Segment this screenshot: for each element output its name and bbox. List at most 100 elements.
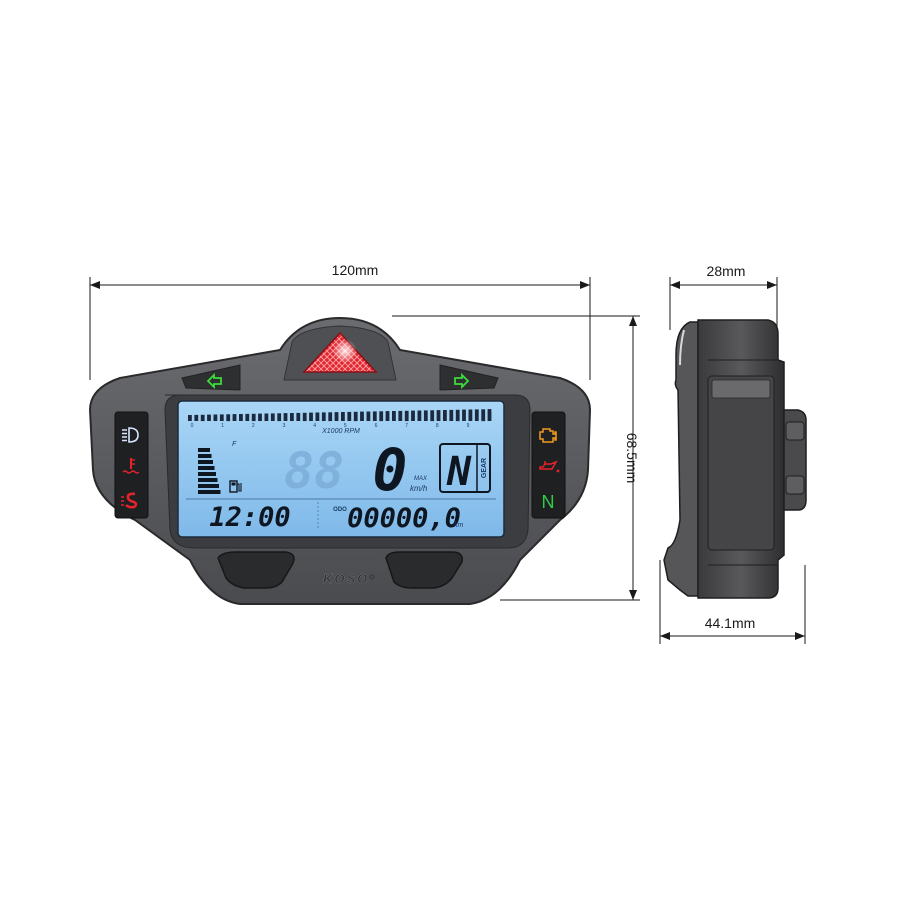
koso-logo: KOSO bbox=[323, 571, 369, 586]
fuel-bar-segment bbox=[198, 460, 213, 464]
rpm-bar-segment bbox=[372, 411, 377, 421]
fuel-scale-f: F bbox=[232, 441, 237, 448]
height-dimension: 68.5mm bbox=[392, 315, 640, 601]
left-turn-lamp bbox=[181, 364, 241, 391]
rpm-bar-segment bbox=[315, 412, 320, 421]
rpm-bar-segment bbox=[290, 413, 294, 421]
fuel-bar-segment bbox=[198, 490, 221, 494]
rpm-bar-segment bbox=[468, 409, 473, 421]
odo-label: ODO bbox=[333, 507, 347, 513]
rpm-bar-segment bbox=[239, 414, 243, 421]
max-label: MAX bbox=[414, 476, 428, 482]
rpm-bar-segment bbox=[321, 412, 326, 421]
rpm-bar-segment bbox=[251, 413, 256, 422]
rpm-bar-segment bbox=[353, 411, 358, 422]
depth-bottom-dimension: 44.1mm bbox=[659, 560, 806, 644]
left-arrow-icon bbox=[206, 372, 222, 390]
rpm-bar-segment bbox=[283, 413, 288, 421]
rpm-tick-label: 9 bbox=[467, 423, 470, 429]
rpm-bar-segment bbox=[188, 415, 192, 421]
rpm-bar-segment bbox=[404, 410, 409, 422]
rpm-bar-segment bbox=[398, 410, 403, 421]
fuel-pump-icon bbox=[229, 480, 242, 493]
side-front-rim bbox=[663, 321, 699, 597]
rpm-bar-segment bbox=[258, 413, 262, 421]
rpm-bar-segment bbox=[232, 414, 237, 421]
rpm-bar-segment bbox=[277, 413, 282, 422]
rpm-bar-segment bbox=[392, 411, 396, 421]
fuel-bar-segment bbox=[198, 478, 218, 482]
rpm-bar-segment bbox=[334, 412, 339, 421]
depth-top-dimension: 28mm bbox=[669, 263, 778, 330]
width-dimension: 120mm bbox=[89, 262, 591, 380]
dashboard-side-view bbox=[663, 319, 807, 599]
width-label: 120mm bbox=[332, 262, 379, 278]
rpm-bar-segment bbox=[366, 411, 371, 421]
speed-unit: km/h bbox=[410, 484, 428, 493]
rpm-tick-label: 8 bbox=[436, 423, 439, 429]
coolant-temp-icon bbox=[122, 458, 140, 474]
neutral-indicator: N bbox=[542, 492, 555, 512]
rpm-bar-segment bbox=[302, 412, 307, 422]
rpm-bar-segment bbox=[360, 411, 364, 421]
fuel-gauge bbox=[198, 448, 221, 494]
fuel-bar-segment bbox=[198, 466, 215, 470]
fuel-bar-segment bbox=[198, 454, 212, 458]
rpm-label: X1000 RPM bbox=[321, 428, 360, 435]
rpm-bar-segment bbox=[423, 410, 428, 421]
rpm-bar-segment bbox=[449, 409, 454, 421]
shift-light bbox=[283, 325, 397, 381]
rpm-bar-graph bbox=[188, 409, 492, 422]
rpm-bar-segment bbox=[270, 413, 275, 421]
left-indicator-panel bbox=[114, 411, 149, 519]
rpm-bar-segment bbox=[411, 410, 415, 421]
check-engine-icon bbox=[539, 428, 557, 443]
fuel-bar-segment bbox=[198, 448, 210, 452]
depth-top-label: 28mm bbox=[707, 263, 746, 279]
rpm-bar-segment bbox=[341, 412, 345, 421]
rpm-bar-segment bbox=[474, 409, 479, 421]
rpm-tick-label: 6 bbox=[375, 423, 378, 429]
gear-value: N bbox=[446, 449, 472, 495]
left-button[interactable] bbox=[217, 551, 295, 589]
rpm-bar-segment bbox=[385, 411, 390, 421]
right-indicator-panel: N bbox=[531, 411, 566, 519]
rpm-tick-label: 0 bbox=[191, 423, 194, 429]
rpm-bar-segment bbox=[487, 409, 492, 421]
gear-label: GEAR bbox=[481, 458, 488, 478]
rpm-bar-segment bbox=[207, 414, 211, 421]
clock: 12:00 bbox=[209, 502, 290, 533]
rpm-bar-segment bbox=[347, 411, 352, 421]
rpm-bar-segment bbox=[379, 411, 384, 422]
rpm-bar-segment bbox=[296, 412, 301, 421]
rpm-tick-label: 7 bbox=[405, 423, 408, 429]
depth-bottom-label: 44.1mm bbox=[705, 615, 756, 631]
service-icon bbox=[121, 492, 138, 509]
fuel-bar-segment bbox=[198, 484, 219, 488]
rpm-bar-segment bbox=[443, 410, 447, 421]
gear-indicator: N GEAR bbox=[439, 443, 491, 495]
right-turn-lamp bbox=[439, 364, 499, 391]
rpm-bar-segment bbox=[481, 409, 486, 422]
rpm-tick-label: 3 bbox=[283, 423, 286, 429]
speed-ghost-digits: 88 bbox=[284, 442, 344, 500]
rpm-bar-segment bbox=[309, 412, 313, 421]
oil-pressure-icon bbox=[539, 460, 560, 473]
high-beam-icon bbox=[122, 427, 139, 443]
rpm-bar-segment bbox=[194, 414, 199, 421]
height-label: 68.5mm bbox=[624, 433, 640, 484]
rpm-bar-segment bbox=[200, 414, 205, 422]
rpm-bar-segment bbox=[417, 410, 422, 421]
speed-value: 0 bbox=[373, 436, 408, 504]
rpm-bar-segment bbox=[213, 414, 218, 421]
rpm-bar-segment bbox=[328, 412, 333, 422]
rpm-bar-segment bbox=[436, 410, 441, 421]
right-button[interactable] bbox=[385, 551, 464, 589]
rpm-tick-label: 1 bbox=[221, 423, 224, 429]
odometer-value: 00000,0 bbox=[347, 503, 461, 534]
rpm-bar-segment bbox=[245, 413, 250, 421]
